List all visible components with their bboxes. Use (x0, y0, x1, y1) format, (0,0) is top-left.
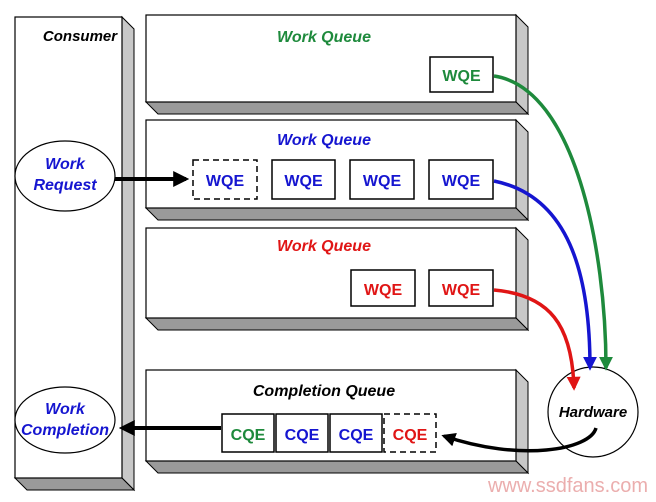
cqe-box (275, 413, 329, 453)
wqe-label: WQE (364, 282, 403, 299)
work-queue-3: Work Queue WQE WQE (144, 226, 530, 332)
hardware-node: Hardware (547, 366, 639, 458)
arrow-red-wqe-to-hardware (493, 288, 581, 391)
consumer-label: Consumer (43, 28, 118, 45)
wqe-box (428, 159, 494, 200)
arrow-green-wqe-to-hardware (493, 74, 613, 371)
completion-queue: Completion Queue CQE CQE CQE CQE (144, 368, 530, 475)
work-completion: Work Completion (14, 386, 116, 454)
wqe-label: WQE (284, 173, 323, 190)
watermark: www.ssdfans.com (487, 475, 648, 497)
wqe-box (349, 159, 415, 200)
wqe-box (350, 269, 416, 307)
arrow-hardware-to-cqe (441, 427, 598, 453)
cqe-label: CQE (393, 427, 428, 444)
cqe-label: CQE (285, 427, 320, 444)
cqe-label: CQE (231, 427, 266, 444)
work-queue-3-title: Work Queue (277, 238, 371, 255)
cqe-box-dashed (383, 413, 437, 453)
arrow-blue-wqe-to-hardware (493, 179, 597, 371)
wqe-box (428, 269, 494, 307)
cqe-label: CQE (339, 427, 374, 444)
wqe-box (429, 56, 494, 93)
work-completion-line2: Completion (21, 422, 109, 439)
cqe-box (221, 413, 275, 453)
work-request-line1: Work (45, 156, 86, 173)
cqe-box (329, 413, 383, 453)
work-completion-line1: Work (45, 401, 86, 418)
completion-queue-title: Completion Queue (253, 383, 395, 400)
wqe-label: WQE (363, 173, 402, 190)
wqe-label: WQE (442, 68, 481, 85)
wqe-label: WQE (442, 173, 481, 190)
wqe-box-dashed (192, 159, 258, 200)
work-queue-1: Work Queue WQE (144, 13, 530, 116)
work-request-line2: Request (33, 177, 97, 194)
wqe-label: WQE (442, 282, 481, 299)
work-queue-1-title: Work Queue (277, 29, 371, 46)
work-request: Work Request (14, 140, 116, 212)
hardware-label: Hardware (559, 404, 627, 421)
wqe-label: WQE (206, 173, 245, 190)
wqe-box (271, 159, 336, 200)
work-queue-2-title: Work Queue (277, 132, 371, 149)
work-queue-2: Work Queue WQE WQE WQE WQE (144, 118, 530, 222)
